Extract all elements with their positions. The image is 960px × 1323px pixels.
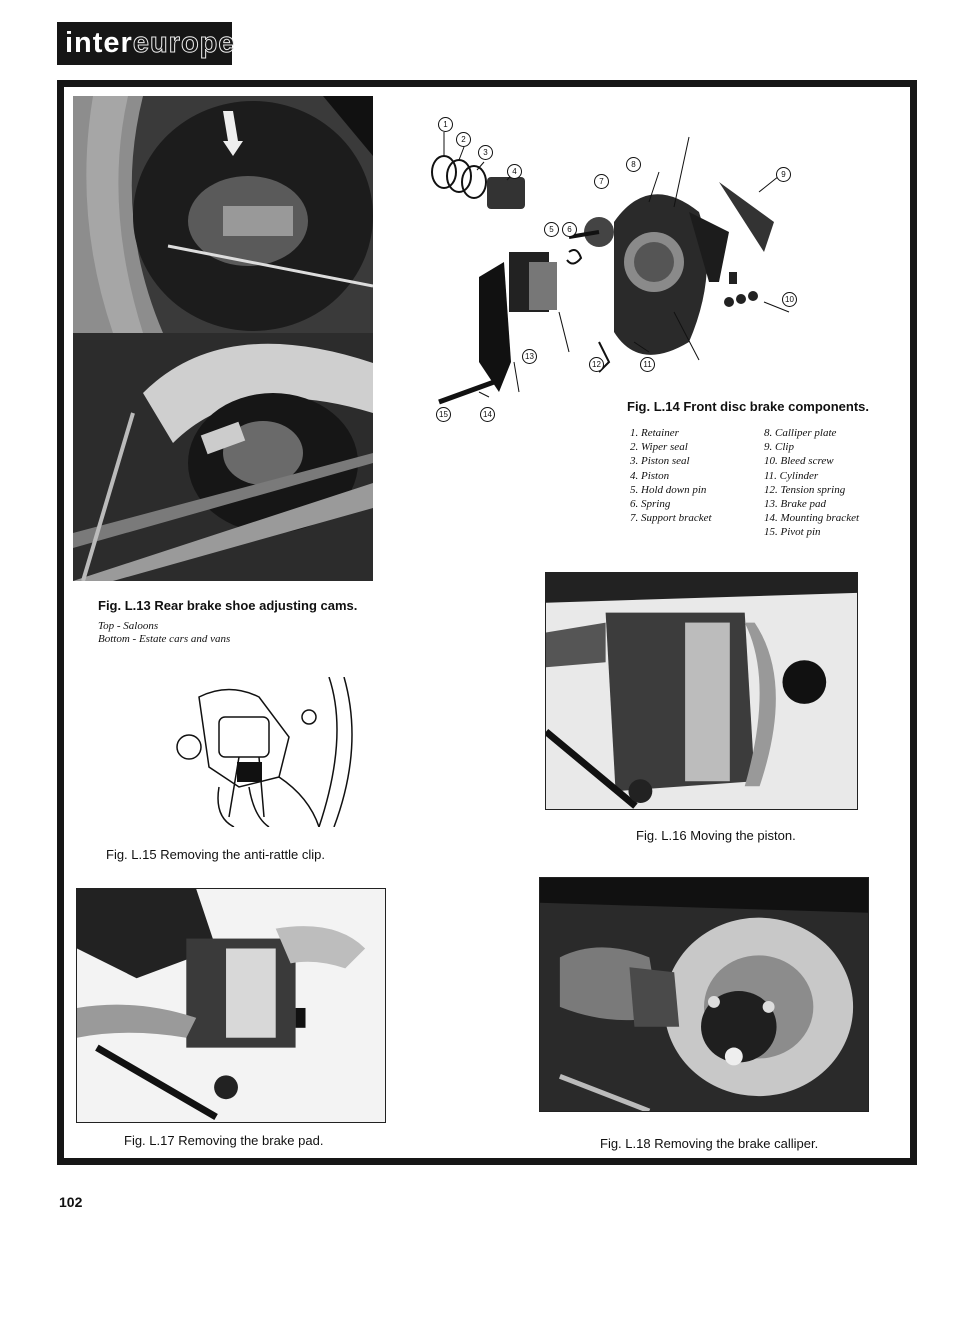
legend-item: 11. Cylinder bbox=[764, 469, 819, 482]
fig14-caption: Fig. L.14 Front disc brake components. bbox=[627, 399, 869, 414]
callout-11: 11 bbox=[640, 357, 655, 372]
callout-9: 9 bbox=[776, 167, 791, 182]
fig14-exploded-diagram bbox=[419, 112, 809, 412]
callout-15: 15 bbox=[436, 407, 451, 422]
fig14-legend-left: 1. Retainer 2. Wiper seal 3. Piston seal… bbox=[630, 426, 712, 525]
fig18-photo bbox=[539, 877, 869, 1112]
fig13-photo-saloons bbox=[73, 96, 373, 333]
page-frame: Fig. L.13 Rear brake shoe adjusting cams… bbox=[57, 80, 917, 1165]
legend-item: 3. Piston seal bbox=[630, 455, 690, 468]
fig15-caption: Fig. L.15 Removing the anti-rattle clip. bbox=[106, 847, 325, 862]
legend-item: 15. Pivot pin bbox=[764, 526, 821, 539]
legend-item: 2. Wiper seal bbox=[630, 441, 688, 454]
legend-item: 14. Mounting bracket bbox=[764, 512, 860, 525]
callout-3: 3 bbox=[478, 145, 493, 160]
fig13-subcaption-bottom: Bottom - Estate cars and vans bbox=[98, 633, 231, 645]
logo-text-solid: inter bbox=[65, 27, 133, 59]
legend-item: 1. Retainer bbox=[630, 427, 679, 439]
fig17-photo bbox=[76, 888, 386, 1123]
callout-7: 7 bbox=[594, 174, 609, 189]
callout-6: 6 bbox=[562, 222, 577, 237]
legend-item: 13. Brake pad bbox=[764, 498, 827, 511]
page-number: 102 bbox=[59, 1194, 83, 1210]
callout-2: 2 bbox=[456, 132, 471, 147]
fig18-caption: Fig. L.18 Removing the brake calliper. bbox=[600, 1136, 819, 1151]
fig16-caption: Fig. L.16 Moving the piston. bbox=[636, 828, 796, 843]
legend-item: 4. Piston bbox=[630, 469, 670, 482]
callout-13: 13 bbox=[522, 349, 537, 364]
legend-item: 7. Support bracket bbox=[630, 512, 712, 525]
legend-item: 10. Bleed screw bbox=[764, 455, 834, 468]
fig13-photo-estate bbox=[73, 333, 373, 581]
fig13-caption: Fig. L.13 Rear brake shoe adjusting cams… bbox=[98, 598, 358, 613]
legend-item: 5. Hold down pin bbox=[630, 483, 707, 496]
fig15-illustration bbox=[159, 677, 369, 827]
callout-14: 14 bbox=[480, 407, 495, 422]
callout-5: 5 bbox=[544, 222, 559, 237]
fig14-legend-right: 8. Calliper plate 9. Clip 10. Bleed scre… bbox=[764, 426, 859, 540]
callout-12: 12 bbox=[589, 357, 604, 372]
legend-item: 12. Tension spring bbox=[764, 483, 846, 496]
legend-item: 6. Spring bbox=[630, 498, 671, 511]
legend-item: 8. Calliper plate bbox=[764, 427, 837, 439]
fig16-photo bbox=[545, 572, 858, 810]
callout-10: 10 bbox=[782, 292, 797, 307]
legend-item: 9. Clip bbox=[764, 441, 794, 454]
callout-1: 1 bbox=[438, 117, 453, 132]
callout-4: 4 bbox=[507, 164, 522, 179]
fig17-caption: Fig. L.17 Removing the brake pad. bbox=[124, 1133, 324, 1148]
callout-8: 8 bbox=[626, 157, 641, 172]
fig13-subcaption-top: Top - Saloons bbox=[98, 620, 159, 632]
logo-text-outline: europe bbox=[132, 27, 236, 60]
